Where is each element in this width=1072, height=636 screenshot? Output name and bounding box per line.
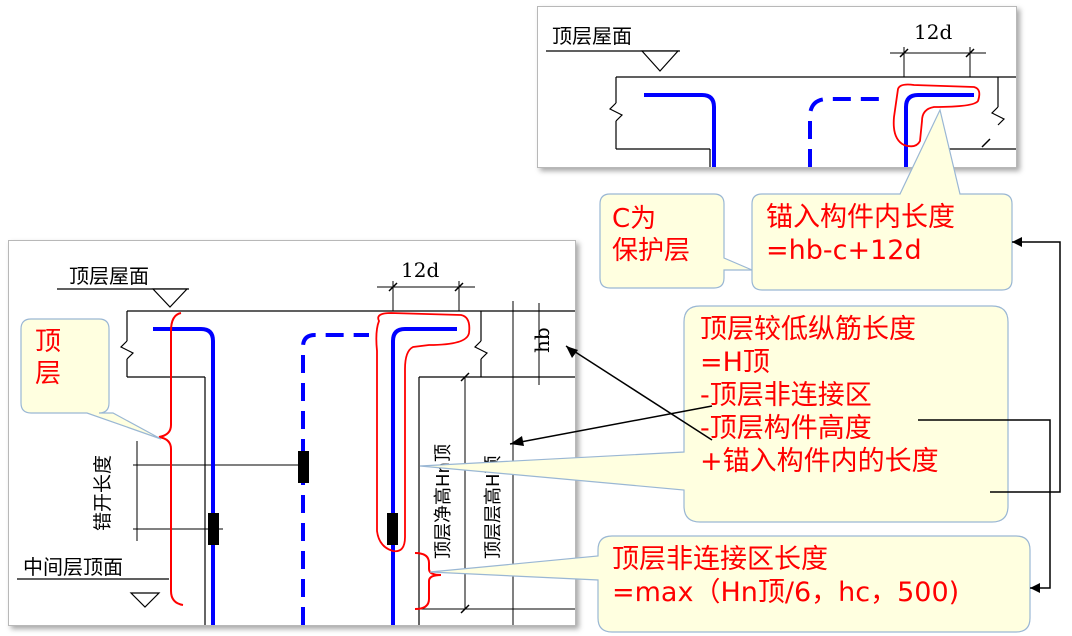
level-marker-icon — [640, 50, 680, 72]
rebar-length-formula-callout: 顶层较低纵筋长度 =H顶 -顶层非连接区 -顶层构件高度 +锚入构件内的长度 — [700, 314, 939, 477]
detail-drawing: 顶层屋面 12d — [546, 20, 1016, 167]
mid-floor-top-label: 中间层顶面 — [23, 555, 123, 579]
coupler-icon — [298, 451, 309, 483]
detail-dim-12d-label: 12d — [914, 20, 952, 44]
rebar-right — [391, 327, 457, 625]
level-marker-icon — [151, 288, 189, 308]
level-marker-icon — [129, 592, 161, 608]
anchor-length-callout: 锚入构件内长度 =hb-c+12d — [766, 202, 955, 266]
dim-12d-label: 12d — [401, 258, 439, 282]
rebar-left — [153, 327, 215, 625]
floor-height-label: 顶层层高H顶 — [483, 455, 504, 559]
hb-label: hb — [530, 327, 554, 353]
rebar-dashed — [301, 333, 369, 625]
break-symbol-icon — [119, 340, 135, 360]
coupler-icon — [208, 513, 219, 545]
top-floor-callout-shape — [20, 318, 162, 440]
stagger-length-label: 错开长度 — [92, 455, 114, 531]
top-floor-callout: 顶 层 — [35, 327, 62, 389]
cover-callout: C为 保护层 — [612, 204, 691, 266]
coupler-icon — [387, 513, 398, 545]
main-drawing-panel: 顶层屋面 12d hb 顶层净高Hn顶 顶层层高H — [8, 240, 576, 626]
red-brace-left — [158, 312, 184, 606]
clear-height-label: 顶层净高Hn顶 — [433, 444, 454, 559]
detail-drawing-panel: 顶层屋面 12d — [537, 6, 1017, 168]
detail-roof-label: 顶层屋面 — [552, 24, 632, 48]
non-connection-zone-callout: 顶层非连接区长度 =max（Hn顶/6，hc，500) — [612, 544, 960, 608]
roof-label: 顶层屋面 — [69, 264, 149, 288]
